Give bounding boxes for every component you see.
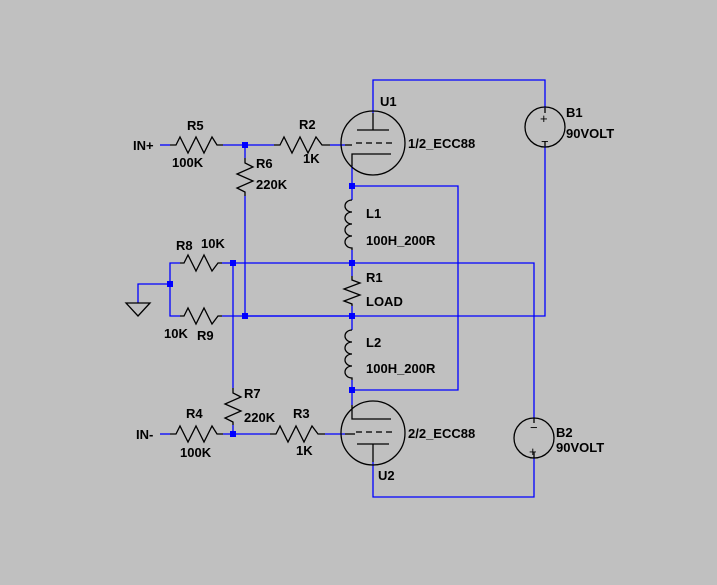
inductor-l2[interactable]: L2 100H_200R xyxy=(344,329,436,380)
wire-r8-left xyxy=(169,262,180,317)
b2-value: 90VOLT xyxy=(556,440,604,455)
resistor-icon xyxy=(180,253,222,273)
svg-text:−: − xyxy=(530,420,538,435)
r5-value: 100K xyxy=(172,155,204,170)
wire-ground xyxy=(137,283,170,303)
l2-value: 100H_200R xyxy=(366,361,436,376)
u1-value: 1/2_ECC88 xyxy=(408,136,475,151)
triode-icon xyxy=(340,110,406,176)
junction-dot xyxy=(349,183,355,189)
junction-dot xyxy=(349,313,355,319)
r6-value: 220K xyxy=(256,177,288,192)
r8-value: 10K xyxy=(201,236,225,251)
inductor-l1[interactable]: L1 100H_200R xyxy=(344,199,436,250)
r5-ref: R5 xyxy=(187,118,204,133)
net-label-in-plus: IN+ xyxy=(133,138,154,153)
r7-ref: R7 xyxy=(244,386,261,401)
resistor-r8[interactable]: R8 10K xyxy=(176,236,225,273)
wire-b2-u2-cathode xyxy=(372,458,535,498)
r9-value: 10K xyxy=(164,326,188,341)
resistor-r4[interactable]: R4 100K xyxy=(170,406,223,460)
resistor-icon xyxy=(235,158,255,196)
r7-value: 220K xyxy=(244,410,276,425)
battery-icon: + − xyxy=(524,106,566,149)
wire-r1-top-bus xyxy=(233,262,535,418)
resistor-r6[interactable]: R6 220K xyxy=(235,156,288,196)
r6-ref: R6 xyxy=(256,156,273,171)
junction-dot xyxy=(230,260,236,266)
junctions xyxy=(167,142,355,437)
r2-ref: R2 xyxy=(299,117,316,132)
wire-cathode-loop xyxy=(352,185,459,391)
triode-u2[interactable]: 2/2_ECC88 U2 xyxy=(340,400,475,483)
resistor-icon xyxy=(274,135,330,155)
ground-icon xyxy=(124,302,152,317)
net-label-in-minus: IN- xyxy=(136,427,153,442)
junction-dot xyxy=(167,281,173,287)
r9-ref: R9 xyxy=(197,328,214,343)
svg-text:−: − xyxy=(541,134,549,149)
junction-dot xyxy=(242,313,248,319)
battery-b1[interactable]: + − B1 90VOLT xyxy=(524,105,614,149)
resistor-icon xyxy=(342,276,362,306)
resistor-r2[interactable]: R2 1K xyxy=(274,117,330,166)
triode-u1[interactable]: U1 1/2_ECC88 xyxy=(340,94,475,176)
resistor-icon xyxy=(180,306,222,326)
b2-ref: B2 xyxy=(556,425,573,440)
resistor-icon xyxy=(270,424,325,444)
junction-dot xyxy=(349,260,355,266)
r3-value: 1K xyxy=(296,443,313,458)
u1-ref: U1 xyxy=(380,94,397,109)
b1-value: 90VOLT xyxy=(566,126,614,141)
inductor-icon xyxy=(344,199,353,250)
resistor-icon xyxy=(223,388,243,425)
ground-symbol xyxy=(124,302,152,317)
resistor-r7[interactable]: R7 220K xyxy=(223,386,276,425)
resistor-r3[interactable]: R3 1K xyxy=(270,406,325,458)
svg-text:+: + xyxy=(529,444,537,459)
resistor-icon xyxy=(170,135,223,155)
battery-icon: − + xyxy=(513,417,555,459)
wire-u1-plate-b1 xyxy=(372,79,546,113)
resistor-icon xyxy=(170,424,223,444)
r4-value: 100K xyxy=(180,445,212,460)
wires xyxy=(137,79,546,498)
u2-ref: U2 xyxy=(378,468,395,483)
b1-ref: B1 xyxy=(566,105,583,120)
battery-b2[interactable]: − + B2 90VOLT xyxy=(513,417,604,459)
r2-value: 1K xyxy=(303,151,320,166)
r8-ref: R8 xyxy=(176,238,193,253)
u2-value: 2/2_ECC88 xyxy=(408,426,475,441)
r1-value: LOAD xyxy=(366,294,403,309)
resistor-r9[interactable]: 10K R9 xyxy=(164,306,222,343)
resistor-r5[interactable]: R5 100K xyxy=(170,118,223,170)
r1-ref: R1 xyxy=(366,270,383,285)
triode-icon xyxy=(340,400,406,466)
junction-dot xyxy=(230,431,236,437)
inductor-icon xyxy=(344,329,353,380)
svg-text:+: + xyxy=(540,111,548,126)
junction-dot xyxy=(349,387,355,393)
l1-ref: L1 xyxy=(366,206,381,221)
wire-b1-neg-bus xyxy=(245,146,546,317)
resistor-r1[interactable]: R1 LOAD xyxy=(342,270,403,309)
l1-value: 100H_200R xyxy=(366,233,436,248)
r3-ref: R3 xyxy=(293,406,310,421)
l2-ref: L2 xyxy=(366,335,381,350)
junction-dot xyxy=(242,142,248,148)
r4-ref: R4 xyxy=(186,406,203,421)
